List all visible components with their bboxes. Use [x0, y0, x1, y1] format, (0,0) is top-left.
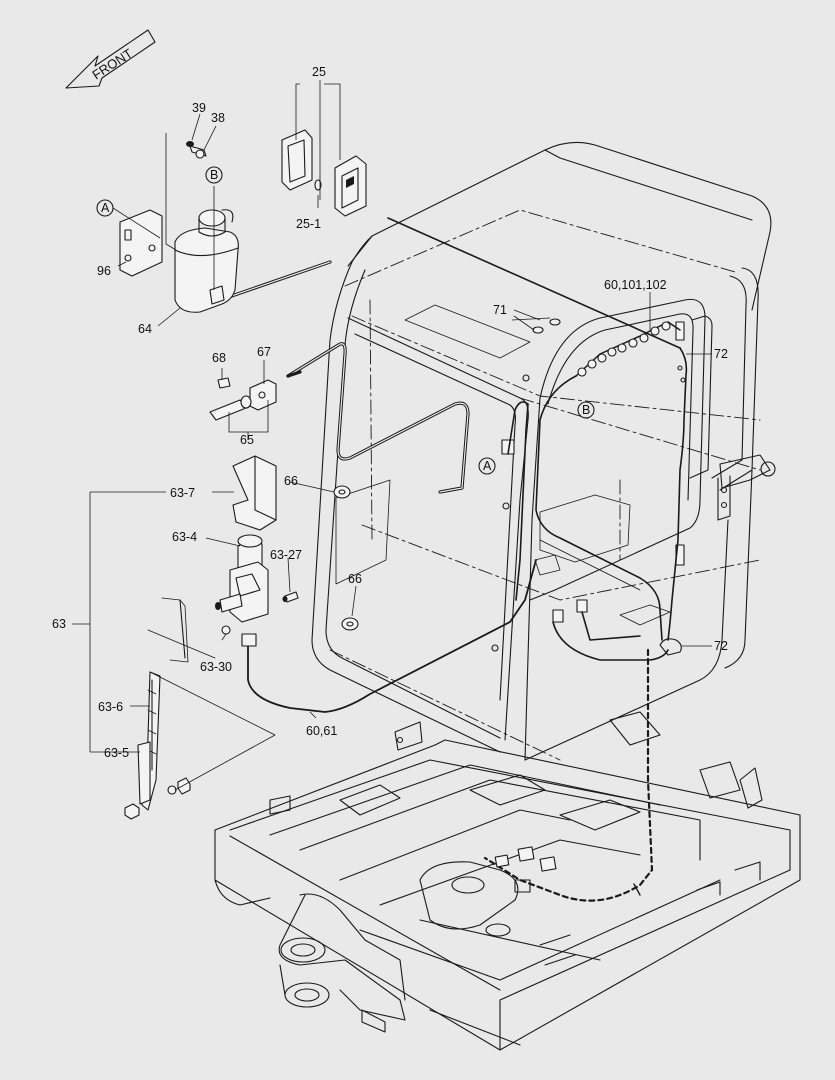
grommets: [333, 485, 359, 631]
reference-a-cab: A: [483, 459, 492, 473]
label-part-38: 38: [211, 111, 225, 125]
leader-lines: [72, 80, 712, 753]
callout-labels: 25 25-1 39 38 B A 96 64 68 67 65 63-7 66…: [52, 65, 728, 760]
label-part-64: 64: [138, 322, 152, 336]
label-part-39: 39: [192, 101, 206, 115]
label-part-71: 71: [493, 303, 507, 317]
wiring-harness: [218, 217, 688, 902]
label-part-25-1: 25-1: [296, 217, 321, 231]
label-part-68: 68: [212, 351, 226, 365]
label-part-63-4: 63-4: [172, 530, 197, 544]
reference-b-cab: B: [582, 403, 590, 417]
label-part-60-101-102: 60,101,102: [604, 278, 667, 292]
label-part-72-upper: 72: [714, 347, 728, 361]
reference-b-tank: B: [210, 168, 218, 182]
reference-markers: [96, 166, 595, 475]
label-part-63: 63: [52, 617, 66, 631]
label-part-65: 65: [240, 433, 254, 447]
cab-frame: [311, 141, 776, 761]
label-part-96: 96: [97, 264, 111, 278]
wiper-motor-assembly: [124, 455, 299, 820]
washer-nozzle-parts: [209, 129, 367, 421]
label-part-66-lower: 66: [348, 572, 362, 586]
base-frame: [214, 711, 801, 1051]
label-part-72-lower: 72: [714, 639, 728, 653]
label-part-63-6: 63-6: [98, 700, 123, 714]
label-part-63-5: 63-5: [104, 746, 129, 760]
label-part-63-7: 63-7: [170, 486, 195, 500]
label-part-66-upper: 66: [284, 474, 298, 488]
front-arrow-text: FRONT: [89, 46, 135, 83]
label-part-67: 67: [257, 345, 271, 359]
label-part-60-61: 60,61: [306, 724, 337, 738]
reference-a-bracket: A: [101, 201, 110, 215]
label-part-25: 25: [312, 65, 326, 79]
front-direction-arrow: FRONT: [65, 29, 156, 89]
label-part-63-30: 63-30: [200, 660, 232, 674]
label-part-63-27: 63-27: [270, 548, 302, 562]
washer-tank-assembly: [119, 133, 239, 313]
